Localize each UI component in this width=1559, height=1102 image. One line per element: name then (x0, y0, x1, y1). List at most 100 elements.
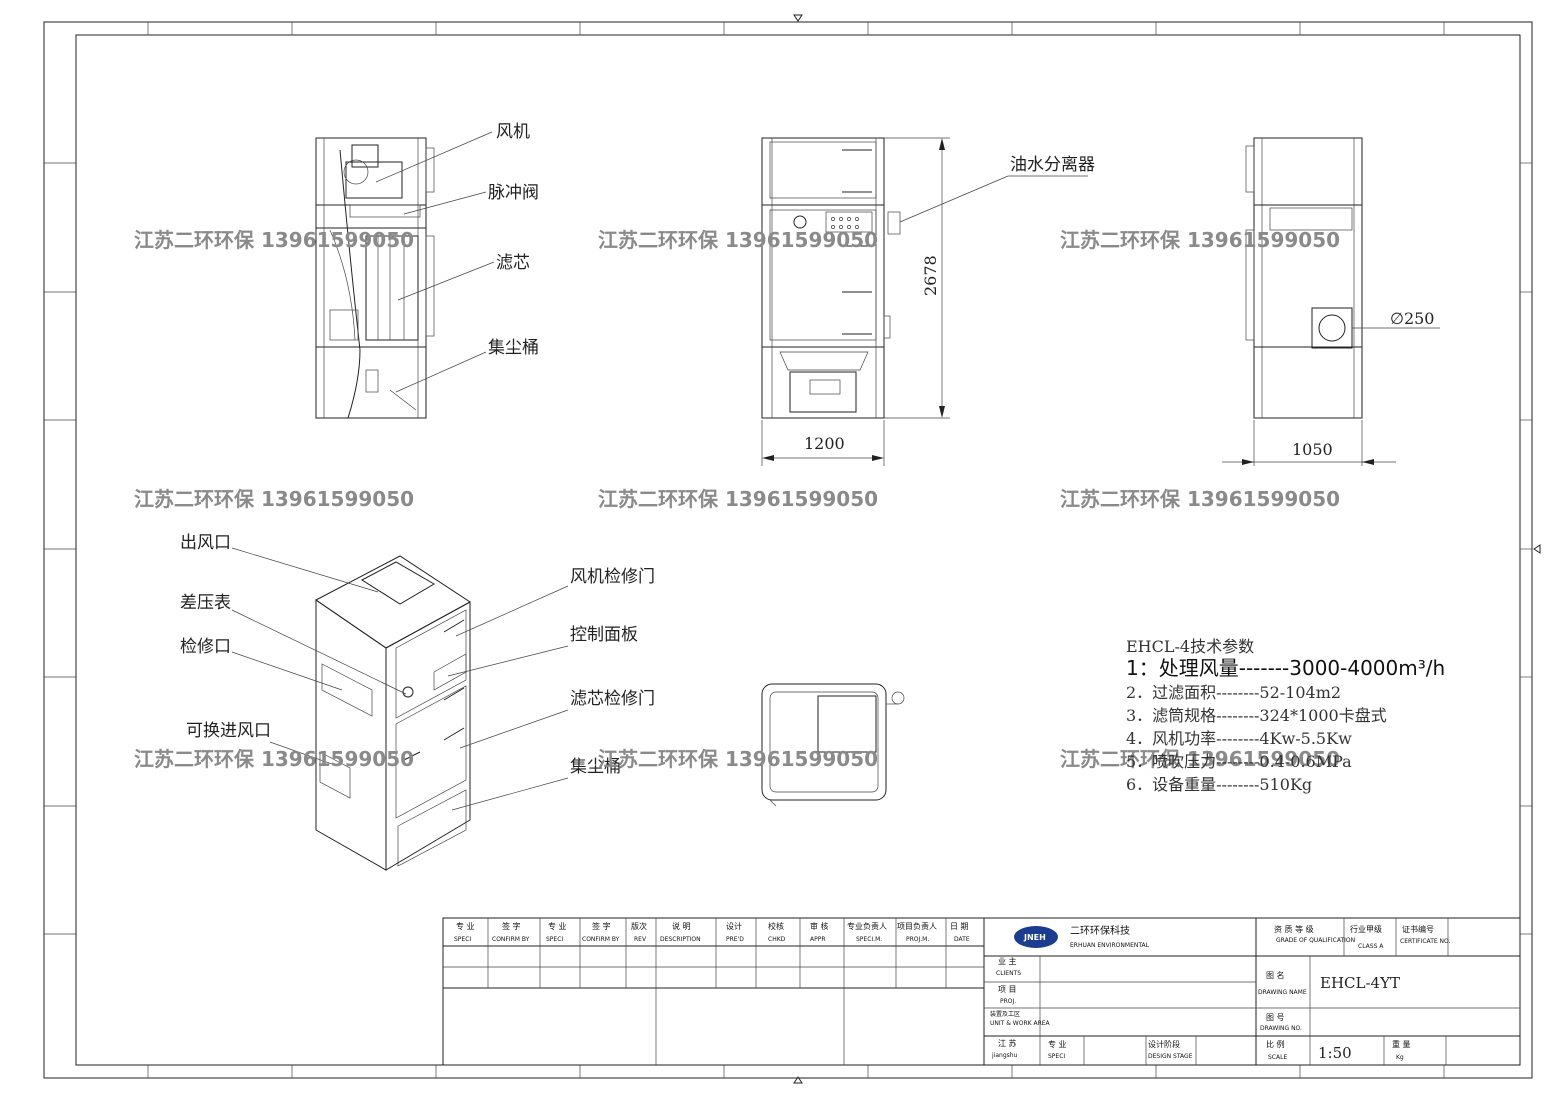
watermark: 江苏二环环保 13961599050 (134, 228, 414, 252)
rev-header: 审 核 (810, 921, 829, 931)
watermark: 江苏二环环保 13961599050 (598, 228, 878, 252)
spec-item-2: 2．过滤面积--------52-104m2 (1126, 683, 1341, 702)
rev-header: 专业负责人 (847, 921, 887, 931)
label-fan-door: 风机检修门 (570, 567, 655, 587)
spec-title: EHCL-4技术参数 (1126, 637, 1254, 656)
rev-header: 校核 (768, 921, 784, 931)
scale-value: 1:50 (1318, 1044, 1352, 1062)
company-name-cn: 二环环保科技 (1070, 924, 1130, 937)
title-block-text: JNEH 二环环保科技 ERHUAN ENVIRONMENTAL 资 质 等 级… (990, 924, 1451, 1062)
area-cn: 装置及工区 (990, 1010, 1020, 1018)
watermark: 江苏二环环保 13961599050 (598, 487, 878, 511)
dim-height-2678: 2678 (921, 255, 940, 296)
top-view (761, 683, 905, 807)
label-control-panel: 控制面板 (570, 625, 638, 645)
clients-en: CLIENTS (996, 970, 1021, 977)
rev-header-en: CONFIRM BY (582, 936, 620, 943)
spec-block: EHCL-4技术参数 1：处理风量-------3000-4000m³/h 2．… (1126, 637, 1445, 794)
rev-header-en: DESCRIPTION (660, 936, 701, 943)
spec-item-4: 4．风机功率--------4Kw-5.5Kw (1126, 729, 1352, 748)
watermark: 江苏二环环保 13961599050 (598, 747, 878, 771)
rev-header: 专 业 (456, 921, 475, 931)
label-oil-water-separator: 油水分离器 (1010, 155, 1095, 175)
rev-header-en: SPECI (454, 936, 471, 943)
spec-item-3: 3．滤筒规格--------324*1000卡盘式 (1126, 706, 1387, 725)
rev-header-en: CHKD (768, 936, 786, 943)
dim-diameter-250: ∅250 (1390, 309, 1434, 328)
rev-header: 项目负责人 (897, 921, 937, 931)
isometric-view (231, 547, 569, 871)
drawing-no-en: DRAWING NO. (1260, 1025, 1302, 1032)
spec-item-5: 5．喷吹压力--------0.4-0.6MPa (1126, 752, 1352, 771)
dim-width-1200: 1200 (804, 434, 845, 453)
rev-header: 说 明 (672, 921, 691, 931)
logo-text: JNEH (1023, 933, 1046, 942)
company-logo (1014, 926, 1058, 948)
watermark: 江苏二环环保 13961599050 (1060, 228, 1340, 252)
label-pressure-gauge: 差压表 (180, 593, 231, 613)
zone-ticks (44, 22, 1532, 1078)
rev-header: 日 期 (950, 922, 969, 931)
label-access-port: 检修口 (180, 637, 231, 657)
watermark: 江苏二环环保 13961599050 (134, 747, 414, 771)
proj-en: PROJ. (1000, 998, 1016, 1005)
outer-frame (43, 21, 1533, 1079)
grade-cn: 资 质 等 级 (1274, 924, 1314, 934)
label-fan: 风机 (496, 122, 530, 142)
speci-en: SPECI (1048, 1053, 1065, 1060)
speci-cn: 专 业 (1048, 1039, 1067, 1049)
spec-item-6: 6．设备重量--------510Kg (1126, 775, 1312, 794)
province-cn: 江 苏 (998, 1038, 1017, 1048)
title-block (442, 917, 1521, 1066)
stage-en: DESIGN STAGE (1148, 1053, 1193, 1060)
rev-header-en: SPECI (546, 936, 563, 943)
grade-en: GRADE OF QUALIFICATION (1276, 937, 1355, 944)
revision-headers: 专 业 SPECI 签 字 CONFIRM BY 专 业 SPECI 签 字 C… (454, 921, 970, 943)
label-filter: 滤芯 (496, 253, 530, 273)
center-mark-top (793, 14, 803, 22)
drawing-name: EHCL-4YT (1320, 974, 1400, 992)
center-mark-right (1533, 544, 1541, 554)
right-view (1222, 137, 1440, 466)
weight-unit: Kg (1396, 1054, 1404, 1061)
rev-header-en: PRE'D (726, 936, 744, 943)
clients-cn: 业 主 (998, 956, 1017, 966)
watermark: 江苏二环环保 13961599050 (134, 487, 414, 511)
province-en: jiangshu (991, 1052, 1018, 1059)
class-cn: 行业甲级 (1350, 924, 1382, 934)
rev-header-en: REV (634, 936, 647, 943)
rev-header: 签 字 (592, 921, 611, 931)
center-mark-bottom (793, 1076, 803, 1084)
rev-header-en: CONFIRM BY (492, 936, 530, 943)
label-filter-door: 滤芯检修门 (570, 689, 655, 709)
rev-header: 签 字 (502, 921, 521, 931)
company-name-en: ERHUAN ENVIRONMENTAL (1070, 942, 1150, 949)
scale-cn: 比 例 (1266, 1039, 1285, 1049)
front-section-view (315, 131, 495, 419)
rev-header-en: DATE (954, 936, 970, 943)
rev-header-en: SPECI.M. (856, 936, 882, 943)
watermark: 江苏二环环保 13961599050 (1060, 747, 1340, 771)
rev-header: 专 业 (548, 921, 567, 931)
side-view (761, 137, 1088, 466)
watermark: 江苏二环环保 13961599050 (1060, 487, 1340, 511)
area-en: UNIT & WORK AREA (990, 1020, 1051, 1027)
rev-header-en: PROJ.M. (906, 936, 929, 943)
label-dust-bin-iso: 集尘桶 (570, 757, 621, 777)
cert-cn: 证书编号 (1402, 924, 1434, 934)
class-en: CLASS A (1358, 943, 1384, 950)
rev-header-en: APPR (810, 936, 826, 943)
label-replaceable-inlet: 可换进风口 (186, 721, 271, 741)
watermarks: 江苏二环环保 13961599050 江苏二环环保 13961599050 江苏… (134, 228, 1340, 771)
inner-frame (75, 34, 1521, 1066)
stage-cn: 设计阶段 (1148, 1039, 1180, 1049)
label-air-outlet: 出风口 (180, 533, 231, 553)
label-pulse-valve: 脉冲阀 (488, 183, 539, 203)
weight-cn: 重 量 (1392, 1039, 1411, 1049)
label-dust-bin: 集尘桶 (488, 338, 539, 358)
cert-en: CERTIFICATE NO. (1400, 938, 1451, 945)
proj-cn: 项 目 (998, 985, 1017, 994)
drawing-no-cn: 图 号 (1266, 1013, 1285, 1022)
scale-en: SCALE (1268, 1054, 1287, 1061)
